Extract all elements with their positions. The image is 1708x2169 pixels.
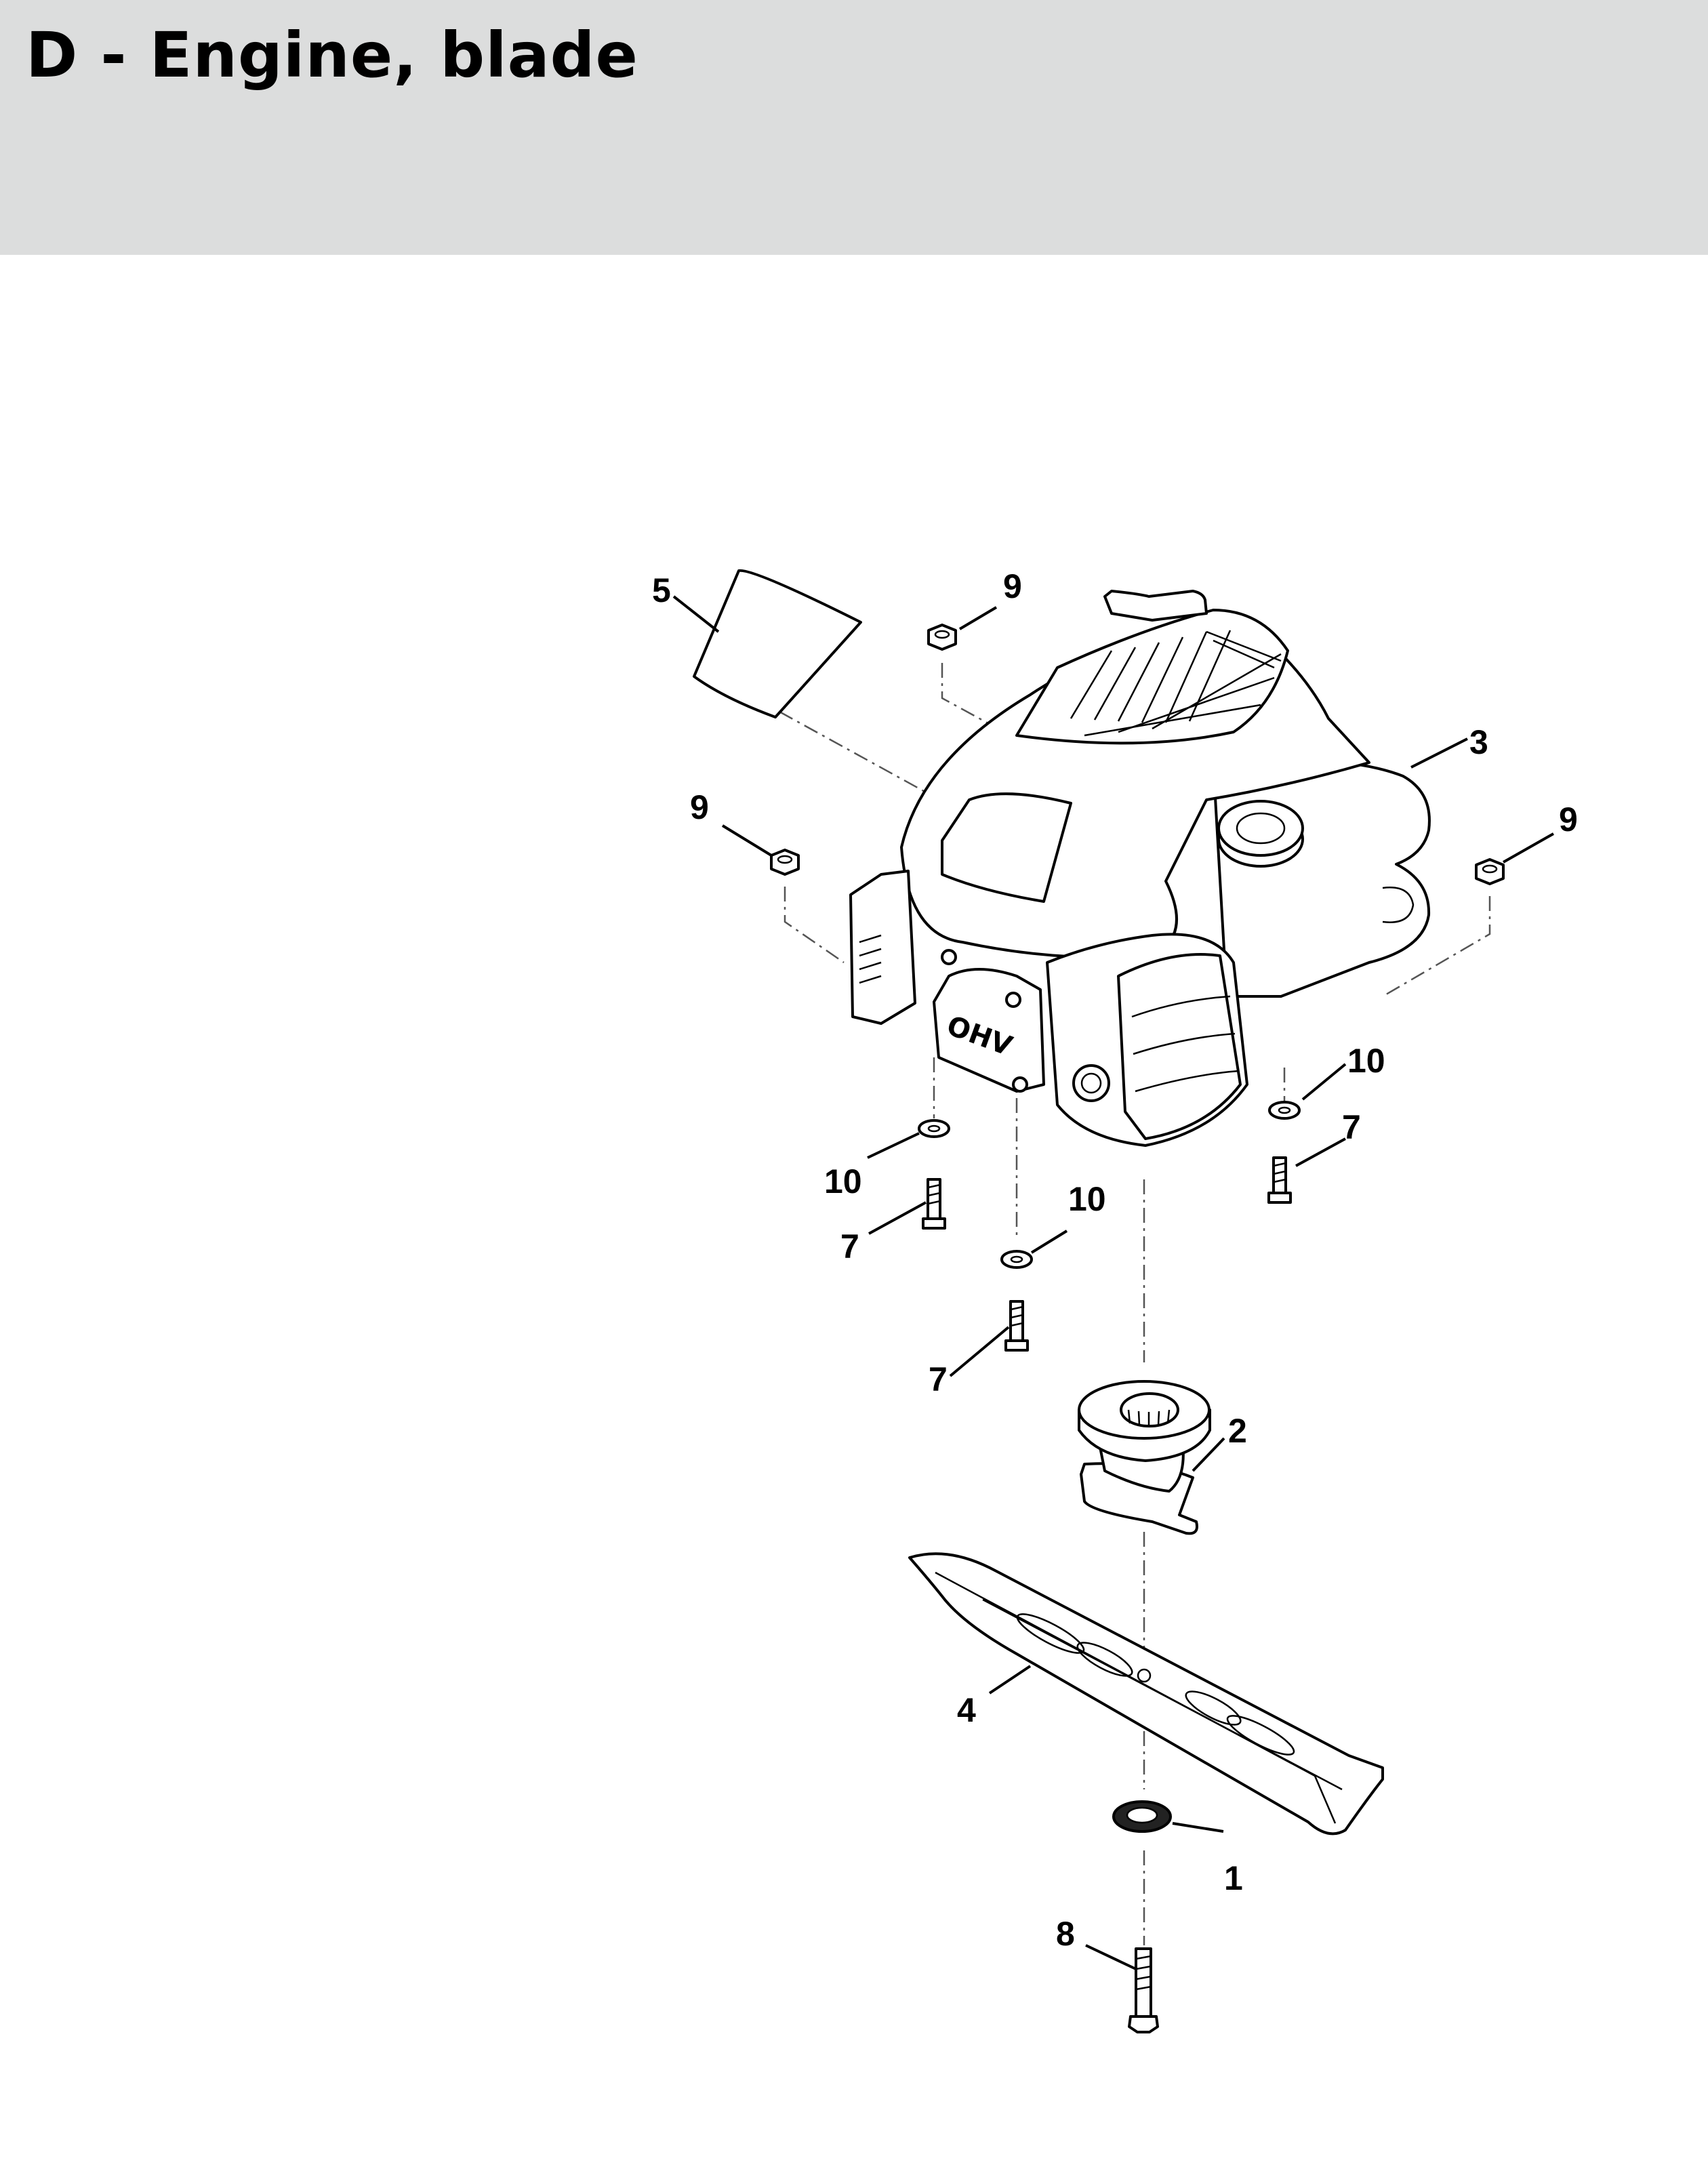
bolt-part-7-middle [1004,1300,1029,1352]
callout-2: 2 [1228,1412,1247,1450]
page-title: D - Engine, blade [26,19,638,92]
blade-part-4 [908,1552,1384,1836]
callout-7-middle: 7 [929,1360,948,1398]
callout-9-left: 9 [690,788,709,826]
callout-7-left: 7 [840,1228,859,1265]
bolt-part-7-left [922,1178,946,1230]
callout-10-right: 10 [1347,1042,1385,1080]
washer-part-10-middle [1000,1250,1033,1269]
serrated-washer-part-1 [1112,1800,1172,1833]
callout-labels: 5 9 9 9 3 10 10 10 7 7 7 2 4 1 8 [652,567,1578,1953]
callout-9-right: 9 [1559,800,1578,838]
callout-8: 8 [1056,1915,1075,1953]
washer-part-10-right [1268,1101,1301,1120]
engine-part-3: OHV [849,590,1431,1147]
header-band: D - Engine, blade [0,0,1708,255]
blade-adapter-part-2 [1078,1380,1211,1535]
callout-7-right: 7 [1342,1108,1361,1146]
callout-10-middle: 10 [1068,1180,1106,1218]
callout-5: 5 [652,571,671,609]
callout-1: 1 [1224,1859,1243,1897]
washer-part-10-left [918,1119,950,1138]
bolt-part-7-right [1267,1156,1292,1204]
nut-part-9-top [927,624,957,651]
callout-4: 4 [957,1691,976,1729]
decal-part-5 [693,569,862,718]
blade-bolt-part-8 [1128,1947,1159,2033]
nut-part-9-left [770,849,800,876]
callout-3: 3 [1469,723,1488,761]
callout-10-left: 10 [824,1162,862,1200]
callout-9-top: 9 [1003,567,1022,605]
leader-lines [672,595,1554,1970]
nut-part-9-right [1475,858,1505,885]
